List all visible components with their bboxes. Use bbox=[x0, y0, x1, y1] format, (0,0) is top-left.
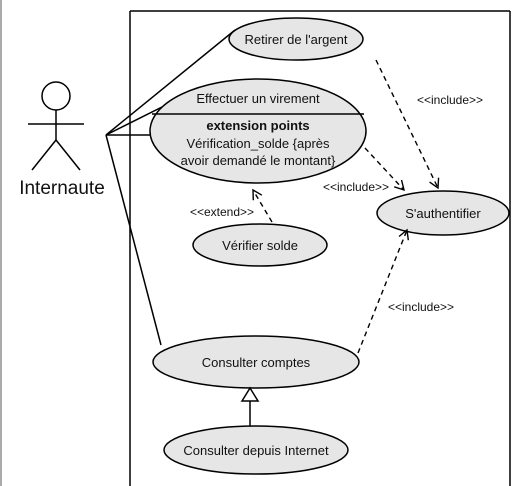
extension-point-line1: Vérification_solde {après bbox=[186, 136, 330, 151]
usecase-consulter-label: Consulter comptes bbox=[202, 355, 311, 370]
usecase-verifier-label: Vérifier solde bbox=[222, 238, 298, 253]
assoc-retirer bbox=[105, 29, 236, 136]
usecase-consulter[interactable]: Consulter comptes bbox=[152, 335, 360, 389]
extension-points-title: extension points bbox=[206, 118, 309, 133]
include-consulter-authentifier: <<include>> bbox=[357, 228, 454, 354]
extension-point-line2: avoir demandé le montant} bbox=[181, 153, 336, 168]
associations bbox=[105, 29, 236, 346]
include-label-3: <<include>> bbox=[388, 300, 454, 314]
include-label-2: <<include>> bbox=[323, 180, 389, 194]
include-retirer-authentifier: <<include>> bbox=[375, 59, 483, 190]
assoc-consulter bbox=[105, 134, 162, 346]
usecase-virement-label: Effectuer un virement bbox=[196, 91, 320, 106]
extend-verifier-virement: <<extend>> bbox=[190, 188, 273, 223]
usecase-authentifier[interactable]: S'authentifier bbox=[376, 190, 510, 236]
usecase-consulter-internet[interactable]: Consulter depuis Internet bbox=[163, 425, 349, 475]
extend-label: <<extend>> bbox=[190, 205, 254, 219]
system-boundary bbox=[129, 10, 511, 486]
usecase-retirer[interactable]: Retirer de l'argent bbox=[228, 17, 364, 61]
actor-internaute[interactable]: Internaute bbox=[19, 81, 105, 199]
usecase-consulter-internet-label: Consulter depuis Internet bbox=[183, 443, 329, 458]
include-label-1: <<include>> bbox=[417, 93, 483, 107]
actor-head bbox=[41, 81, 71, 111]
usecase-retirer-label: Retirer de l'argent bbox=[245, 32, 348, 47]
actor-right-leg bbox=[55, 139, 81, 171]
usecase-authentifier-label: S'authentifier bbox=[405, 206, 481, 221]
usecase-virement[interactable]: Effectuer un virement extension points V… bbox=[149, 78, 367, 184]
include-virement-authentifier: <<include>> bbox=[323, 147, 405, 194]
actor-label: Internaute bbox=[19, 178, 105, 199]
usecase-verifier[interactable]: Vérifier solde bbox=[192, 223, 328, 267]
generalization-arrow bbox=[240, 386, 260, 426]
actor-left-leg bbox=[31, 139, 57, 171]
generalization-triangle-icon bbox=[240, 386, 260, 402]
